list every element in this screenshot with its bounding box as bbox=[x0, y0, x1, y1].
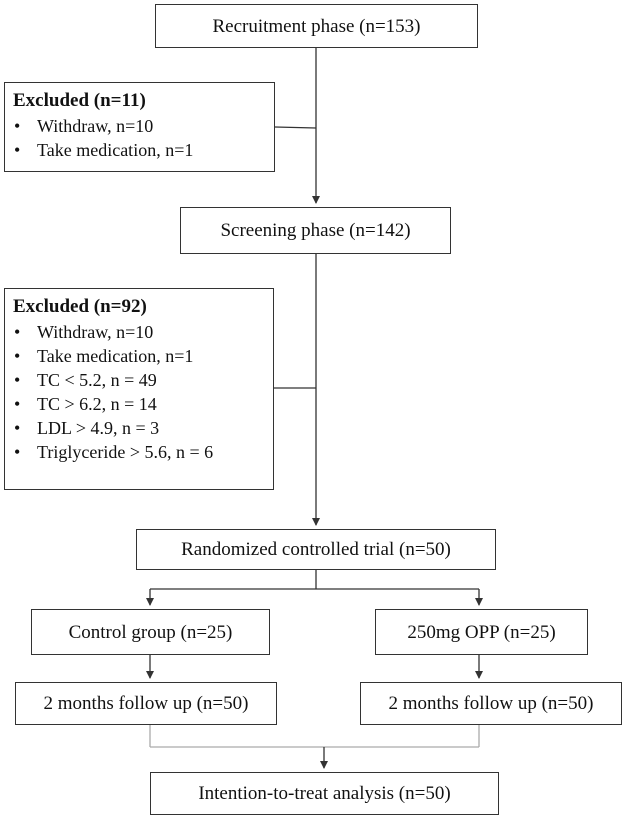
randomized-trial-box: Randomized controlled trial (n=50) bbox=[136, 529, 496, 570]
randomized-trial-label: Randomized controlled trial (n=50) bbox=[181, 539, 451, 560]
list-item: LDL > 4.9, n = 3 bbox=[13, 416, 273, 440]
followup-control-box: 2 months follow up (n=50) bbox=[15, 682, 277, 725]
screening-phase-box: Screening phase (n=142) bbox=[180, 207, 451, 254]
excluded-box-2: Excluded (n=92) Withdraw, n=10 Take medi… bbox=[4, 288, 274, 490]
followup-opp-label: 2 months follow up (n=50) bbox=[388, 693, 594, 714]
followup-control-label: 2 months follow up (n=50) bbox=[43, 693, 249, 714]
itt-analysis-box: Intention-to-treat analysis (n=50) bbox=[150, 772, 499, 815]
list-item: Withdraw, n=10 bbox=[13, 114, 274, 138]
list-item: TC < 5.2, n = 49 bbox=[13, 368, 273, 392]
list-item: Triglyceride > 5.6, n = 6 bbox=[13, 440, 273, 464]
list-item: TC > 6.2, n = 14 bbox=[13, 392, 273, 416]
excluded-2-title: Excluded (n=92) bbox=[13, 296, 147, 317]
opp-group-box: 250mg OPP (n=25) bbox=[375, 609, 588, 655]
followup-opp-box: 2 months follow up (n=50) bbox=[360, 682, 622, 725]
excluded-1-title: Excluded (n=11) bbox=[13, 90, 146, 111]
recruitment-phase-box: Recruitment phase (n=153) bbox=[155, 4, 478, 48]
list-item: Take medication, n=1 bbox=[13, 344, 273, 368]
excluded-1-list: Withdraw, n=10 Take medication, n=1 bbox=[13, 114, 274, 162]
recruitment-phase-label: Recruitment phase (n=153) bbox=[212, 15, 421, 37]
list-item: Withdraw, n=10 bbox=[13, 320, 273, 344]
control-group-label: Control group (n=25) bbox=[68, 621, 233, 643]
list-item: Take medication, n=1 bbox=[13, 138, 274, 162]
screening-phase-label: Screening phase (n=142) bbox=[220, 220, 411, 241]
excluded-2-list: Withdraw, n=10 Take medication, n=1 TC <… bbox=[13, 320, 273, 464]
branch-excluded-1 bbox=[274, 126, 317, 129]
excluded-box-1: Excluded (n=11) Withdraw, n=10 Take medi… bbox=[4, 82, 275, 172]
control-group-box: Control group (n=25) bbox=[31, 609, 270, 655]
itt-analysis-label: Intention-to-treat analysis (n=50) bbox=[198, 783, 451, 804]
opp-group-label: 250mg OPP (n=25) bbox=[407, 621, 556, 643]
